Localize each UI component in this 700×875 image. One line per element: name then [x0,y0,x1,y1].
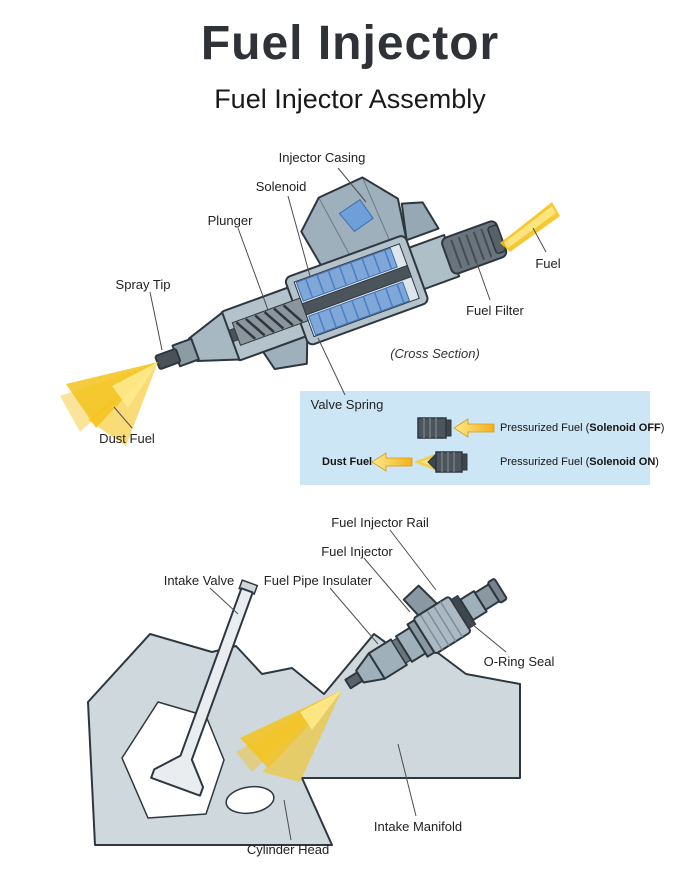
spray-tip-shape [154,348,181,370]
casing-wire-shape [338,199,374,232]
legend-off-suffix: ) [660,422,665,434]
legend-dust-fuel-label: Dust Fuel [322,456,373,468]
solenoid-shape [295,247,410,336]
label-o-ring-seal: O-Ring Seal [483,654,555,669]
legend-on-bold: Solenoid ON [589,456,656,468]
label-dust-fuel: Dust Fuel [99,431,155,446]
label-plunger: Plunger [207,213,253,228]
legend-on-suffix: ) [655,456,659,468]
legend-background [300,391,650,485]
label-fuel-pipe-insulater: Fuel Pipe Insulater [263,573,373,588]
label-fuel: Fuel [535,256,561,271]
legend-solenoid-on-text: Pressurized Fuel (Solenoid ON) [500,456,659,468]
plug-spraying-icon [414,451,468,473]
label-solenoid: Solenoid [255,179,307,194]
fuel-filter-shape [441,220,508,275]
label-fuel-injector-rail: Fuel Injector Rail [331,515,429,530]
label-fuel-filter: Fuel Filter [466,303,524,318]
mounted-injector-shape [344,578,508,690]
label-fuel-injector: Fuel Injector [321,544,393,559]
plug-closed-icon [417,417,452,439]
label-intake-valve: Intake Valve [163,573,235,588]
injector-cross-section [154,176,508,371]
label-valve-spring: Valve Spring [310,397,384,412]
label-intake-manifold: Intake Manifold [373,819,463,834]
injector-spray-bottom [236,690,342,782]
label-cylinder-head: Cylinder Head [246,842,330,857]
intake-valve-shape [150,579,259,797]
fuel-beam [500,202,560,252]
label-spray-tip: Spray Tip [115,277,171,292]
leader-lines [113,167,547,841]
legend-box [300,391,650,485]
legend-off-bold: Solenoid OFF [589,422,661,434]
legend-on-prefix: Pressurized Fuel ( [500,456,590,468]
page-title: Fuel Injector [200,17,500,70]
label-cross-section: (Cross Section) [390,346,480,361]
page-subtitle: Fuel Injector Assembly [214,84,486,114]
dust-fuel-spray [60,362,158,446]
label-injector-casing: Injector Casing [278,150,366,165]
arrow-left-off-icon [453,418,495,438]
head-bore-hole [225,785,275,815]
casing-slope-shape [400,201,440,242]
legend-solenoid-off-text: Pressurized Fuel (Solenoid OFF) [500,422,664,434]
valve-spring-shape [231,297,309,346]
injector-connector-tab [402,584,438,617]
legend-off-prefix: Pressurized Fuel ( [500,422,590,434]
arrow-left-on-icon [371,452,413,472]
